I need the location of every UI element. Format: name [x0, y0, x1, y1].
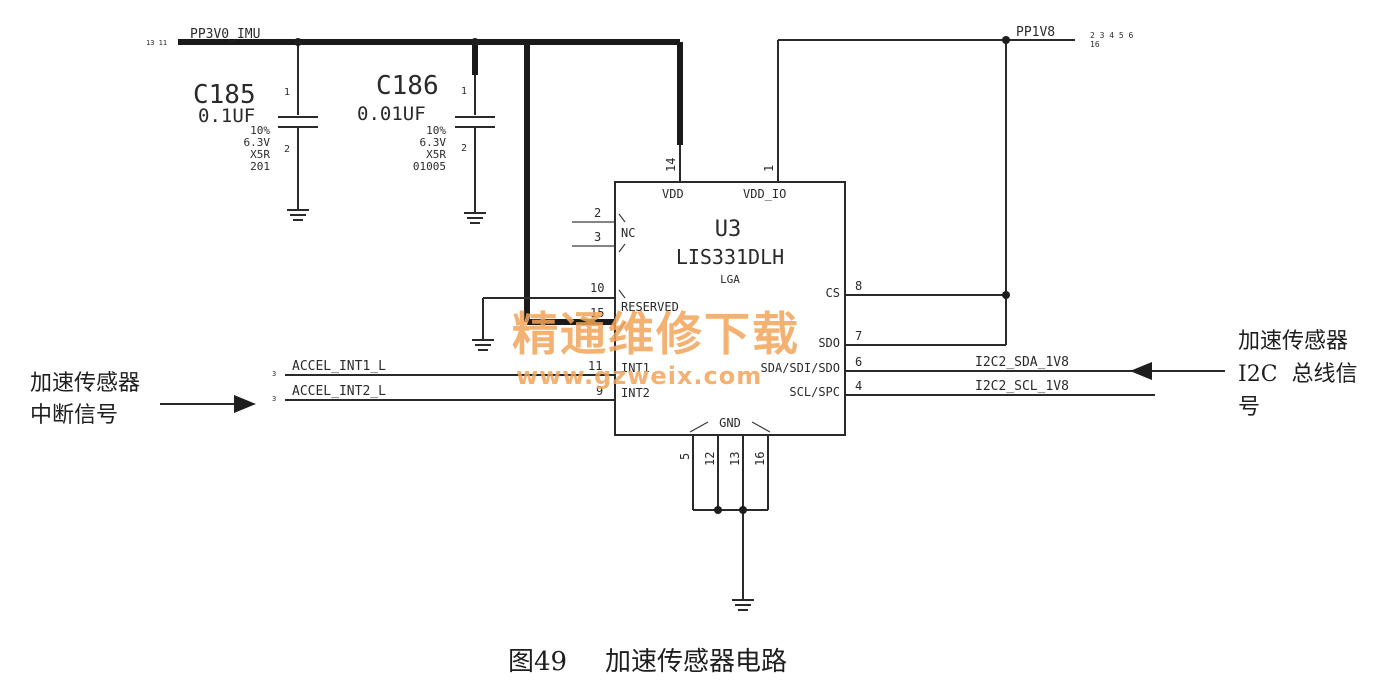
pin-sdo-number: 7	[855, 329, 862, 343]
left-annotation-line1: 加速传感器	[30, 371, 140, 396]
int1-pin-mark: 3	[272, 370, 276, 378]
gnd-label: GND	[719, 416, 741, 430]
pp1v8-rail	[777, 36, 1075, 346]
gnd-pins	[689, 421, 771, 611]
pin-vdd-io-label: VDD_IO	[743, 187, 786, 201]
u3-chip-body	[614, 181, 846, 436]
pin-reserved-number-b: 15	[590, 306, 604, 320]
c186-package: 01005	[413, 160, 446, 173]
interrupt-lines	[285, 374, 615, 401]
reserved-pins	[472, 289, 626, 351]
pin-cs-label: CS	[826, 286, 840, 300]
figure-number: 图49	[508, 647, 567, 677]
i2c-lines	[845, 370, 1155, 396]
left-arrow-icon	[1130, 362, 1225, 380]
right-annotation-line3: 号	[1238, 395, 1260, 420]
capacitor-c186	[455, 75, 495, 224]
right-annotation-line2: I2C 总线信	[1238, 362, 1358, 387]
pp3v0-pin-list: 13 11	[146, 39, 167, 47]
accel-int2-net-label: ACCEL_INT2_L	[292, 384, 386, 399]
pin-cs-number: 8	[855, 279, 862, 293]
c185-pin1: 1	[284, 87, 290, 98]
c186-tolerance: 10%	[426, 124, 446, 137]
u3-ref: U3	[715, 217, 742, 242]
pin-sda-number: 6	[855, 355, 862, 369]
u3-part-number: LIS331DLH	[676, 245, 784, 269]
pin-nc-number-b: 3	[594, 230, 601, 244]
pin-scl-label: SCL/SPC	[789, 385, 840, 399]
nc-pins	[572, 213, 626, 253]
right-annotation-line1: 加速传感器	[1238, 329, 1348, 354]
pin-int2-number: 9	[596, 384, 603, 398]
gnd-pin-number-c: 13	[728, 452, 742, 466]
capacitor-c185	[278, 116, 318, 221]
c185-tolerance: 10%	[250, 124, 270, 137]
left-annotation-line2: 中断信号	[30, 403, 118, 428]
c185-dielectric: X5R	[250, 148, 270, 161]
c185-voltage: 6.3V	[244, 136, 271, 149]
u3-package: LGA	[720, 273, 740, 286]
pin-sda-label: SDA/SDI/SDO	[761, 361, 840, 375]
gnd-pin-number-d: 16	[753, 452, 767, 466]
int2-pin-mark: 3	[272, 395, 276, 403]
c186-pin1: 1	[461, 86, 467, 97]
pin-int1-label: INT1	[621, 361, 650, 375]
watermark-url: www.gzweix.com	[516, 362, 762, 390]
pin-int2-label: INT2	[621, 386, 650, 400]
pin-vdd-label: VDD	[662, 187, 684, 201]
pin-int1-number: 11	[588, 359, 602, 373]
c186-value: 0.01UF	[357, 103, 426, 125]
gnd-pin-number-a: 5	[678, 453, 692, 460]
c185-pin2: 2	[284, 144, 290, 155]
i2c-sda-net-label: I2C2_SDA_1V8	[975, 355, 1069, 370]
c185-package: 201	[250, 160, 270, 173]
i2c-scl-net-label: I2C2_SCL_1V8	[975, 379, 1069, 394]
figure-caption: 加速传感器电路	[605, 647, 787, 677]
pin-vdd-number: 14	[664, 158, 678, 172]
pp1v8-pin-list-2: 16	[1090, 40, 1100, 49]
pin-scl-number: 4	[855, 379, 862, 393]
c186-dielectric: X5R	[426, 148, 446, 161]
c186-pin2: 2	[461, 143, 467, 154]
pin-reserved-label: RESERVED	[621, 300, 679, 314]
pp3v0-rail	[178, 38, 683, 325]
accel-int1-net-label: ACCEL_INT1_L	[292, 359, 386, 374]
pin-sdo-label: SDO	[818, 336, 840, 350]
pp1v8-net-label: PP1V8	[1016, 25, 1055, 40]
gnd-pin-number-b: 12	[703, 452, 717, 466]
c185-ref: C185	[193, 80, 256, 110]
pin-reserved-number-a: 10	[590, 281, 604, 295]
pp3v0-net-label: PP3V0_IMU	[190, 27, 260, 42]
watermark-text: 精通维修下载	[512, 307, 800, 361]
c185-value: 0.1UF	[198, 105, 255, 127]
pin-nc-number-a: 2	[594, 206, 601, 220]
c186-ref: C186	[376, 71, 439, 101]
pp1v8-pin-list: 2 3 4 5 6	[1090, 31, 1134, 40]
pin-nc-label: NC	[621, 226, 635, 240]
c186-voltage: 6.3V	[420, 136, 447, 149]
right-arrow-icon	[160, 395, 256, 413]
pin-vdd-io-number: 1	[762, 165, 776, 172]
